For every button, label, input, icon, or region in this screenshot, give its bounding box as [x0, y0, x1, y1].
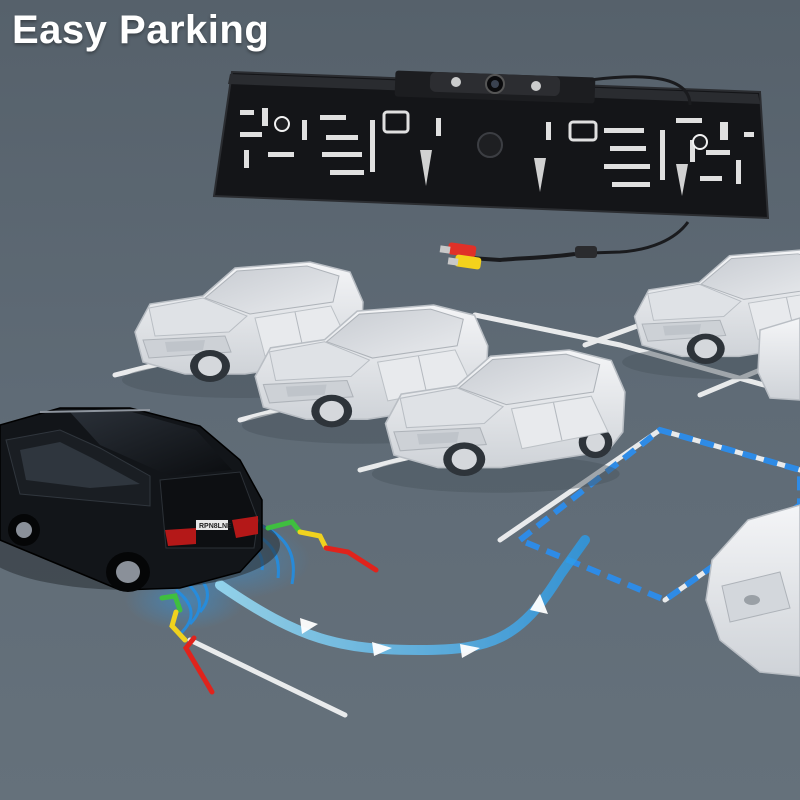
rca-connector-cable-icon — [439, 75, 692, 270]
proximity-sensor-zones — [159, 519, 379, 695]
parked-car — [705, 504, 800, 677]
headline: Easy Parking — [12, 8, 270, 52]
black-car: RPN8LNE — [0, 407, 280, 592]
license-plate-frame-camera-icon — [212, 70, 770, 220]
license-plate: RPN8LNE — [199, 523, 232, 530]
reverse-guide-path — [215, 535, 590, 658]
parked-car — [757, 317, 800, 401]
